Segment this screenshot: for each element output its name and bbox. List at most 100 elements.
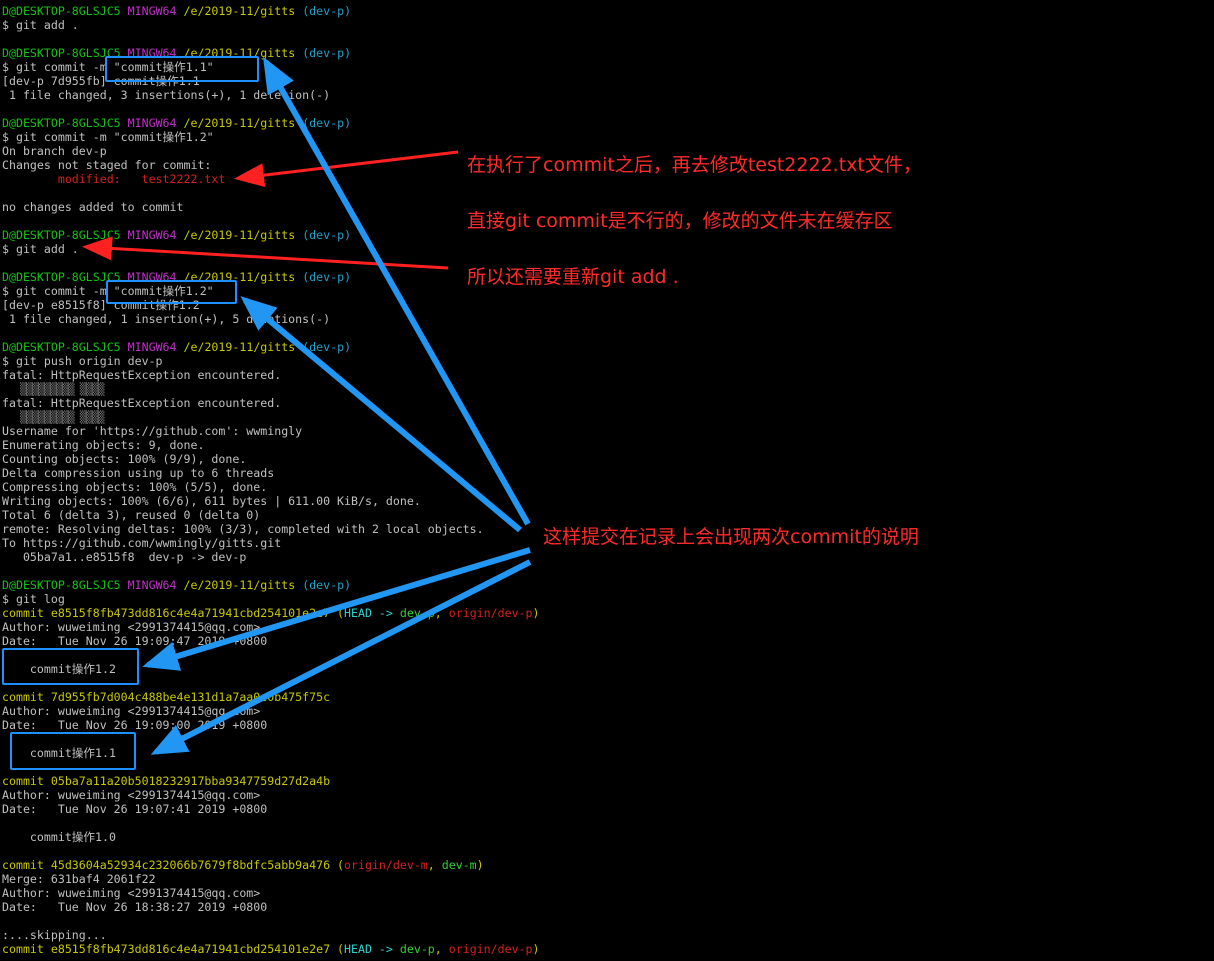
- commit-hash: commit 45d3604a52934c232066b7679f8bdfc5a…: [2, 858, 331, 872]
- terminal-line-text: Counting objects: 100% (9/9), done.: [2, 452, 247, 466]
- prompt-branch: (dev-p): [302, 228, 352, 242]
- terminal-line-text: fatal: HttpRequestException encountered.: [2, 368, 282, 382]
- terminal-line-text: $ git commit -m "commit操作1.2": [2, 284, 214, 298]
- terminal-line-commit: commit 45d3604a52934c232066b7679f8bdfc5a…: [2, 858, 1214, 872]
- commit-ref: HEAD ->: [344, 606, 400, 620]
- terminal-line-text: $ git commit -m "commit操作1.2": [2, 130, 214, 144]
- highlight-box-log-1-2: [2, 648, 139, 685]
- terminal-line-commit: commit e8515f8fb473dd816c4e4a71941cbd254…: [2, 606, 1214, 620]
- prompt-shell: MINGW64: [127, 116, 177, 130]
- terminal-line-modified: modified: test2222.txt: [2, 172, 1214, 186]
- terminal-line-text: [dev-p e8515f8] commit操作1.2: [2, 298, 200, 312]
- prompt-user: D@DESKTOP-8GLSJC5: [2, 46, 121, 60]
- modified-file: test2222.txt: [141, 172, 226, 186]
- terminal-line-text: Writing objects: 100% (6/6), 611 bytes |…: [2, 494, 421, 508]
- terminal-line-prompt: D@DESKTOP-8GLSJC5 MINGW64 /e/2019-11/git…: [2, 116, 1214, 130]
- terminal-line-blank: [2, 102, 1214, 116]
- terminal-line-blank: [2, 326, 1214, 340]
- commit-hash: commit e8515f8fb473dd816c4e4a71941cbd254…: [2, 606, 331, 620]
- terminal-line-text: $ git log: [2, 592, 65, 606]
- commit-ref: (: [330, 942, 345, 956]
- commit-ref: ,: [427, 858, 442, 872]
- terminal-line-text: $ git add .: [2, 242, 79, 256]
- commit-hash: commit 05ba7a11a20b5018232917bba9347759d…: [2, 774, 331, 788]
- terminal-line-text: Compressing objects: 100% (5/5), done.: [2, 480, 268, 494]
- terminal-line-text: Date: Tue Nov 26 19:07:41 2019 +0800: [2, 802, 268, 816]
- terminal-line-text: :...skipping...: [2, 928, 107, 942]
- commit-ref: ,: [434, 942, 449, 956]
- terminal-line-prompt: D@DESKTOP-8GLSJC5 MINGW64 /e/2019-11/git…: [2, 578, 1214, 592]
- modified-label: modified:: [2, 172, 142, 186]
- terminal-line-blank: [2, 914, 1214, 928]
- terminal-line-text: Changes not staged for commit:: [2, 158, 212, 172]
- terminal-line-text: On branch dev-p: [2, 144, 107, 158]
- prompt-path: /e/2019-11/gitts: [183, 340, 296, 354]
- terminal-line-prompt: D@DESKTOP-8GLSJC5 MINGW64 /e/2019-11/git…: [2, 4, 1214, 18]
- terminal-line-blank: [2, 676, 1214, 690]
- prompt-path: /e/2019-11/gitts: [183, 228, 296, 242]
- commit-ref: (: [330, 606, 345, 620]
- commit-ref: ): [476, 858, 484, 872]
- commit-ref: origin/dev-p: [448, 606, 533, 620]
- commit-ref: ,: [434, 606, 449, 620]
- terminal-line-blank: [2, 732, 1214, 746]
- terminal-line-blank: [2, 760, 1214, 774]
- terminal-line-prompt: D@DESKTOP-8GLSJC5 MINGW64 /e/2019-11/git…: [2, 340, 1214, 354]
- prompt-shell: MINGW64: [127, 578, 177, 592]
- commit-ref: origin/dev-p: [448, 942, 533, 956]
- terminal-line-text: $ git push origin dev-p: [2, 354, 163, 368]
- commit-ref: dev-p: [399, 606, 435, 620]
- annotation-note-1: 在执行了commit之后，再去修改test2222.txt文件，: [467, 154, 922, 176]
- commit-ref: HEAD ->: [344, 942, 400, 956]
- prompt-user: D@DESKTOP-8GLSJC5: [2, 578, 121, 592]
- terminal-line-blank: [2, 816, 1214, 830]
- annotation-note-3: 所以还需要重新git add .: [467, 266, 679, 288]
- commit-ref: (: [330, 858, 345, 872]
- terminal-line-text: Date: Tue Nov 26 18:38:27 2019 +0800: [2, 900, 268, 914]
- terminal-line-text: Author: wuweiming <2991374415@qq.com>: [2, 788, 261, 802]
- terminal-line-blank: [2, 564, 1214, 578]
- terminal-line-blank: [2, 648, 1214, 662]
- terminal-line-text: [dev-p 7d955fb] commit操作1.1: [2, 74, 200, 88]
- terminal-line-garbled: ▒▒▒▒▒▒▒▒▒ ▒▒▒▒: [2, 410, 105, 424]
- terminal-line-text: Author: wuweiming <2991374415@qq.com>: [2, 704, 261, 718]
- terminal-line-garbled: ▒▒▒▒▒▒▒▒▒ ▒▒▒▒: [2, 382, 105, 396]
- prompt-branch: (dev-p): [302, 340, 352, 354]
- prompt-shell: MINGW64: [127, 228, 177, 242]
- terminal-line-text: Merge: 631baf4 2061f22: [2, 872, 156, 886]
- commit-hash: commit 7d955fb7d004c488be4e131d1a7aa0c0b…: [2, 690, 331, 704]
- terminal-line-text: Date: Tue Nov 26 19:09:00 2019 +0800: [2, 718, 268, 732]
- prompt-user: D@DESKTOP-8GLSJC5: [2, 228, 121, 242]
- terminal-line-text: fatal: HttpRequestException encountered.: [2, 396, 282, 410]
- terminal-line-text: commit操作1.0: [2, 830, 116, 844]
- prompt-path: /e/2019-11/gitts: [183, 4, 296, 18]
- prompt-shell: MINGW64: [127, 340, 177, 354]
- highlight-box-commit-1-2-cmd: [106, 280, 237, 304]
- terminal-line-commit: commit 05ba7a11a20b5018232917bba9347759d…: [2, 774, 1214, 788]
- terminal-line-text: commit操作1.1: [2, 746, 116, 760]
- terminal-line-blank: [2, 844, 1214, 858]
- terminal-line-text: 1 file changed, 3 insertions(+), 1 delet…: [2, 88, 331, 102]
- terminal-line-text: Delta compression using up to 6 threads: [2, 466, 275, 480]
- terminal-output[interactable]: D@DESKTOP-8GLSJC5 MINGW64 /e/2019-11/git…: [2, 4, 1214, 956]
- commit-ref: dev-m: [441, 858, 477, 872]
- terminal-line-blank: [2, 32, 1214, 46]
- terminal-line-text: $ git commit -m "commit操作1.1": [2, 60, 214, 74]
- terminal-line-text: Date: Tue Nov 26 19:09:47 2019 +0800: [2, 634, 268, 648]
- terminal-line-text: Author: wuweiming <2991374415@qq.com>: [2, 620, 261, 634]
- terminal-line-text: Username for 'https://github.com': wwmin…: [2, 424, 303, 438]
- terminal-line-commit: commit e8515f8fb473dd816c4e4a71941cbd254…: [2, 942, 1214, 956]
- prompt-user: D@DESKTOP-8GLSJC5: [2, 340, 121, 354]
- prompt-branch: (dev-p): [302, 270, 352, 284]
- commit-hash: commit e8515f8fb473dd816c4e4a71941cbd254…: [2, 942, 331, 956]
- highlight-box-commit-1-1-cmd: [105, 56, 259, 82]
- terminal-line-text: Total 6 (delta 3), reused 0 (delta 0): [2, 508, 261, 522]
- prompt-user: D@DESKTOP-8GLSJC5: [2, 270, 121, 284]
- prompt-branch: (dev-p): [302, 46, 352, 60]
- terminal-line-text: no changes added to commit: [2, 200, 184, 214]
- prompt-branch: (dev-p): [302, 116, 352, 130]
- terminal-line-text: To https://github.com/wwmingly/gitts.git: [2, 536, 282, 550]
- terminal-line-commit: commit 7d955fb7d004c488be4e131d1a7aa0c0b…: [2, 690, 1214, 704]
- terminal-line-text: 05ba7a1..e8515f8 dev-p -> dev-p: [2, 550, 247, 564]
- terminal-line-text: $ git add .: [2, 18, 79, 32]
